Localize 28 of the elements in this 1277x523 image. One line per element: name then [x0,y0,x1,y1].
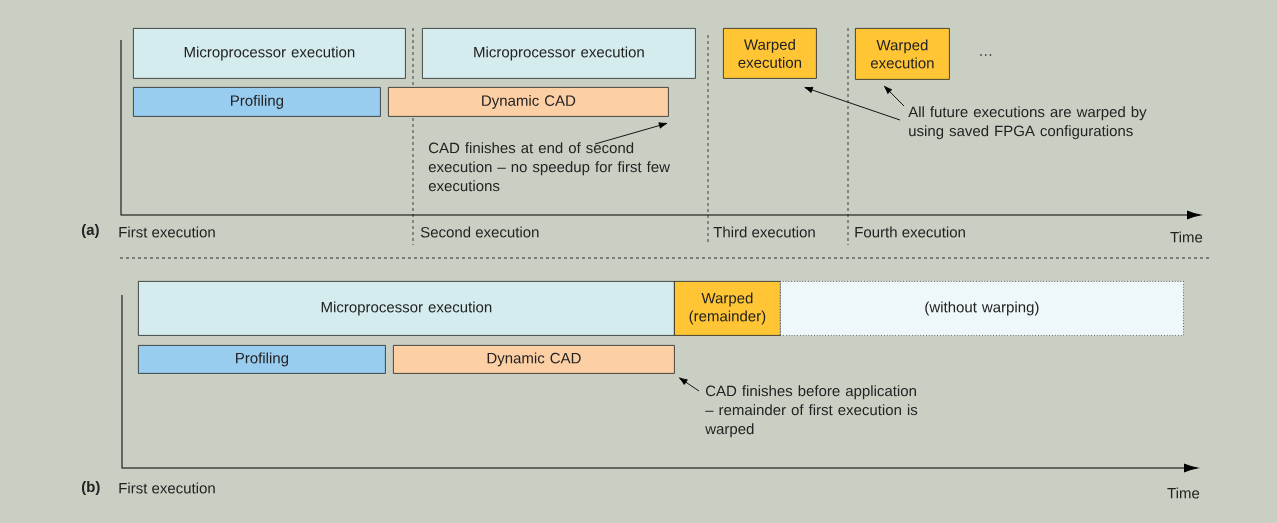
timeline-bar: Dynamic CAD [388,87,669,117]
timeline-bar: Profiling [133,87,381,117]
arrow [594,122,668,145]
axis-label: Second execution [420,226,539,238]
timeline-bar: Profiling [138,345,386,374]
axis-label: Fourth execution [855,226,965,238]
timeline-bar: Microprocessor execution [133,28,406,79]
timeline-bar: Microprocessor execution [138,281,675,336]
arrow [883,85,905,107]
callout-text: CAD finishes at end of second execution – no speedup for first few executions [428,142,670,192]
panel-label: (b) [81,481,100,495]
timeline-bar: Warped execution [723,28,817,79]
timeline-bar: Warped execution [855,28,950,80]
axis-label: First execution [119,226,215,238]
timeline-bar: (without warping) [780,281,1184,336]
timeline-bar: Microprocessor execution [422,28,696,79]
timeline-bar: Dynamic CAD [393,345,675,374]
timeline-bar: Warped (remainder) [674,281,781,336]
ellipsis: … [980,54,992,56]
callout-text: All future executions are warped by using saved FPGA configurations [908,106,1147,140]
axis-label: First execution [119,482,215,494]
callout-text: CAD finishes before application – remainder of first execution is warped [705,385,918,438]
panel-label: (a) [81,224,99,238]
axis-label: Third execution [713,226,815,238]
axis-label: Time [1170,231,1203,243]
arrow [679,377,700,392]
axis-label: Time [1167,487,1200,499]
arrow [804,86,901,121]
